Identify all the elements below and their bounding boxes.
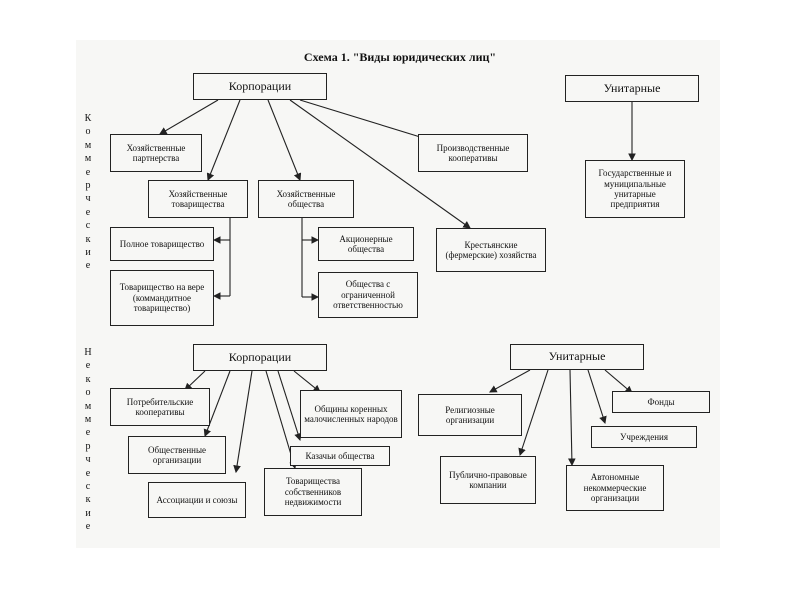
partnerships-box: Хозяйственные партнерства — [110, 134, 202, 172]
autonomous-orgs-box: Автономные некоммерческие организации — [566, 465, 664, 511]
owners-partnerships-box: Товарищества собственников недвижимости — [264, 468, 362, 516]
joint-stock-box: Акционерные общества — [318, 227, 414, 261]
noncommercial-corporations-box: Корпорации — [193, 344, 327, 371]
noncommercial-unitary-box: Унитарные — [510, 344, 644, 370]
indigenous-communities-box: Общины коренных малочисленных народов — [300, 390, 402, 438]
production-coops-box: Производственные кооперативы — [418, 134, 528, 172]
institutions-box: Учреждения — [591, 426, 697, 448]
associations-box: Ассоциации и союзы — [148, 482, 246, 518]
funds-box: Фонды — [612, 391, 710, 413]
business-companies-box: Хозяйственные общества — [258, 180, 354, 218]
limited-partnership-box: Товарищество на вере (коммандитное товар… — [110, 270, 214, 326]
business-partnerships-box: Хозяйственные товарищества — [148, 180, 248, 218]
commercial-corporations-box: Корпорации — [193, 73, 327, 100]
public-law-companies-box: Публично-правовые компании — [440, 456, 536, 504]
cossack-societies-box: Казачьи общества — [290, 446, 390, 466]
llc-box: Общества с ограниченной ответственностью — [318, 272, 418, 318]
full-partnership-box: Полное товарищество — [110, 227, 214, 261]
religious-orgs-box: Религиозные организации — [418, 394, 522, 436]
public-orgs-box: Общественные организации — [128, 436, 226, 474]
farms-box: Крестьянские (фермерские) хозяйства — [436, 228, 546, 272]
consumer-coops-box: Потребительские кооперативы — [110, 388, 210, 426]
commercial-unitary-box: Унитарные — [565, 75, 699, 102]
state-enterprises-box: Государственные и муниципальные унитарны… — [585, 160, 685, 218]
diagram-title: Схема 1. "Виды юридических лиц" — [303, 50, 497, 64]
